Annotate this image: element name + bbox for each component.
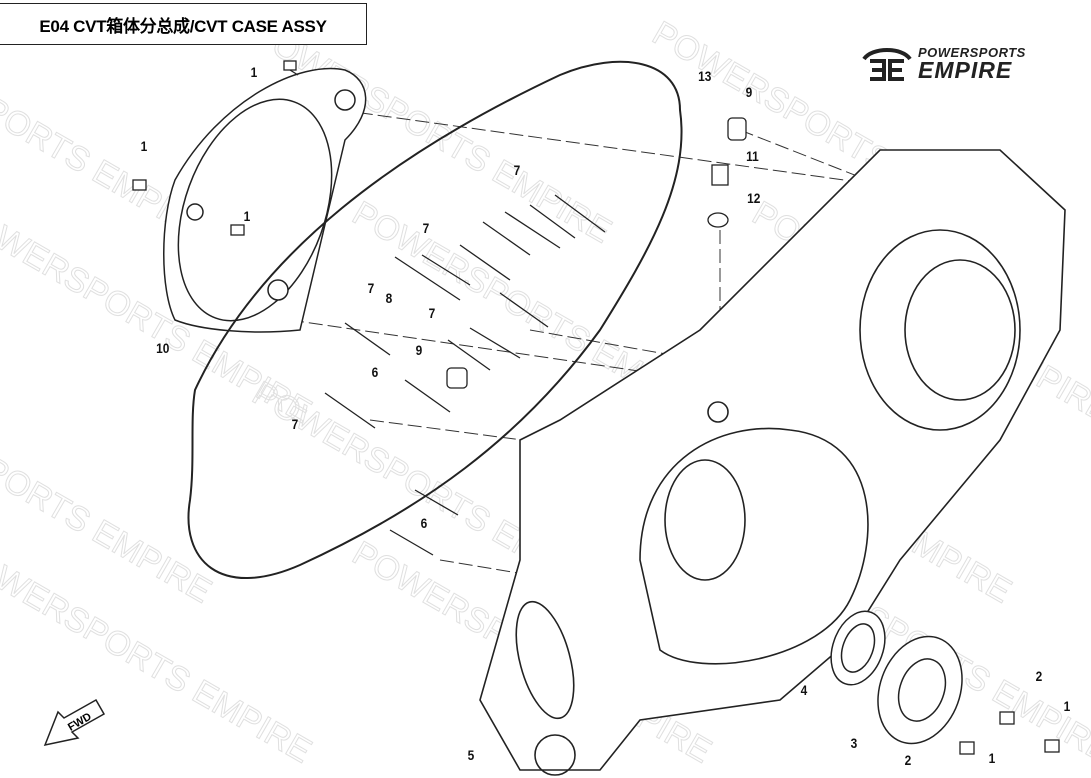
bolt — [230, 224, 245, 236]
oil-seal-part-4 — [830, 610, 886, 686]
drain-plug-part-11 — [711, 164, 729, 186]
callout-label: 13 — [698, 68, 712, 84]
fwd-arrow-icon — [43, 698, 106, 747]
callout-label: 9 — [415, 342, 423, 358]
dowel-part-9 — [727, 117, 747, 141]
callout-label: 7 — [291, 416, 299, 432]
callout-label: 1 — [243, 208, 251, 224]
logo-line1: POWERSPORTS — [918, 45, 1026, 60]
cvt-case-housing — [479, 149, 1066, 776]
callout-label: 10 — [156, 340, 170, 356]
callout-label: 3 — [850, 735, 858, 751]
callout-label: 6 — [371, 364, 379, 380]
callout-label: 7 — [428, 305, 436, 321]
bolts — [132, 60, 1060, 755]
brand-logo: POWERSPORTS EMPIRE — [862, 45, 1026, 83]
callout-label: 5 — [467, 747, 475, 763]
gasket-part-13 — [187, 60, 683, 580]
callout-label: 7 — [422, 220, 430, 236]
callout-label: 2 — [904, 752, 912, 768]
dowel-part-9 — [446, 367, 468, 389]
bolt — [283, 60, 299, 76]
bearing-part-3 — [877, 635, 963, 745]
callout-label: 4 — [800, 682, 808, 698]
logo-line2: EMPIRE — [918, 57, 1013, 83]
title-box: E04 CVT箱体分总成/CVT CASE ASSY — [0, 3, 367, 45]
callout-label: 1 — [250, 64, 258, 80]
cvt-cover-part-10 — [163, 67, 367, 333]
bolt-part-1 — [1044, 739, 1060, 753]
bolt — [132, 179, 147, 191]
callout-label: 7 — [367, 280, 375, 296]
bolt — [324, 194, 606, 556]
callout-label: 8 — [385, 290, 393, 306]
callout-label: 1 — [1063, 698, 1071, 714]
callout-label: 9 — [745, 84, 753, 100]
page-title: E04 CVT箱体分总成/CVT CASE ASSY — [39, 16, 327, 36]
empire-wing-logo-icon — [862, 47, 912, 81]
callout-label: 2 — [1035, 668, 1043, 684]
bolt-part-1 — [959, 741, 975, 755]
callout-label: 11 — [746, 148, 759, 164]
washer-part-12 — [707, 212, 729, 228]
callout-label: 7 — [513, 162, 521, 178]
callout-label: 1 — [140, 138, 148, 154]
callout-label: 6 — [420, 515, 428, 531]
clip-part-2 — [999, 711, 1015, 725]
callout-label: 12 — [747, 190, 761, 206]
callout-label: 1 — [988, 750, 996, 766]
